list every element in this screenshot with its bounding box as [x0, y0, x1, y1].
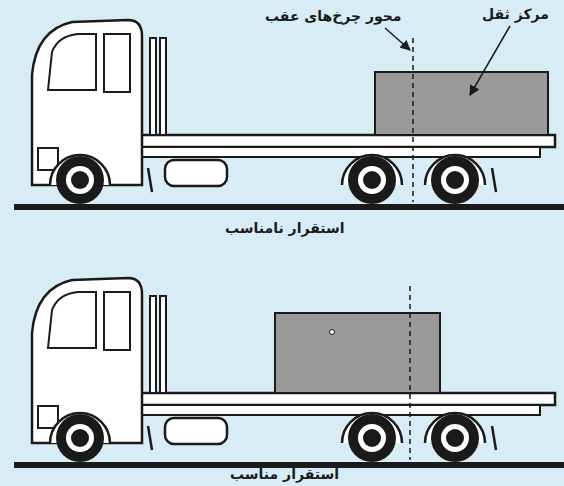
caption-improper: استقرار نامناسب: [225, 220, 345, 237]
caption-proper: استقرار مناسب: [230, 466, 339, 483]
axle-label: محور چرخ‌های عقب: [265, 8, 402, 25]
center-of-gravity-label: مرکز ثقل: [482, 6, 549, 23]
